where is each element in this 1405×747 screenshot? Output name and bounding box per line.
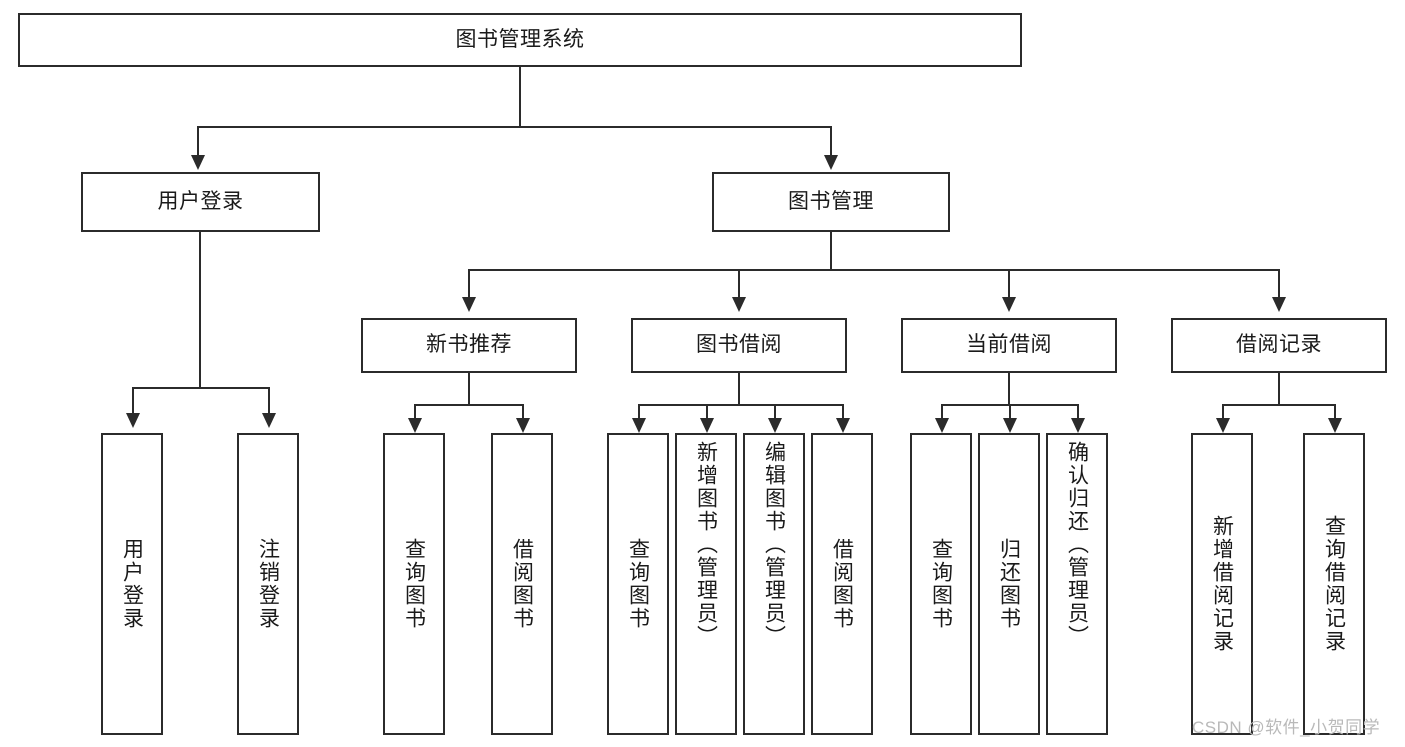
leaf-confirm-return-admin[interactable]: 确认归还（管理员）: [1046, 433, 1108, 735]
arrowhead-new-books: [462, 297, 476, 312]
arrowhead-leaf-edit-book: [768, 418, 782, 433]
connector-current-borrow-stem: [1008, 373, 1010, 406]
connector-drop-leaf-return-book: [1009, 404, 1011, 420]
node-root[interactable]: 图书管理系统: [18, 13, 1022, 67]
connector-drop-leaf-confirm-return: [1077, 404, 1079, 420]
arrowhead-leaf-query-borrow-record: [1328, 418, 1342, 433]
leaf-confirm-return-admin-label: 确认归还（管理员）: [1065, 441, 1089, 648]
arrowhead-leaf-borrow-book-1: [516, 418, 530, 433]
arrowhead-leaf-query-book-3: [935, 418, 949, 433]
connector-drop-user-login: [197, 126, 199, 157]
node-current-borrow-label: 当前借阅: [966, 333, 1052, 357]
connector-book-borrow-stem: [738, 373, 740, 406]
leaf-query-book-2[interactable]: 查询图书: [607, 433, 669, 735]
arrowhead-leaf-confirm-return: [1071, 418, 1085, 433]
leaf-user-login-label: 用户登录: [120, 538, 144, 630]
arrowhead-leaf-return-book: [1003, 418, 1017, 433]
connector-drop-leaf-query-book-1: [414, 404, 416, 420]
leaf-add-borrow-record-label: 新增借阅记录: [1210, 515, 1234, 653]
node-new-book-recommend[interactable]: 新书推荐: [361, 318, 577, 373]
connector-user-login-stem: [199, 232, 201, 388]
arrowhead-book-borrow: [732, 297, 746, 312]
leaf-query-borrow-record-label: 查询借阅记录: [1322, 515, 1346, 653]
leaf-borrow-book-1-label: 借阅图书: [510, 538, 534, 630]
connector-bus-new-book-recommend-children: [414, 404, 522, 406]
connector-drop-new-books: [468, 269, 470, 299]
connector-root-stem: [519, 67, 521, 127]
arrowhead-user-login: [191, 155, 205, 170]
leaf-query-book-1-label: 查询图书: [402, 538, 426, 630]
connector-new-book-recommend-stem: [468, 373, 470, 406]
node-current-borrow[interactable]: 当前借阅: [901, 318, 1117, 373]
leaf-return-book-label: 归还图书: [997, 538, 1021, 630]
leaf-query-book-1[interactable]: 查询图书: [383, 433, 445, 735]
leaf-add-book-admin-label: 新增图书（管理员）: [694, 441, 718, 648]
node-user-login[interactable]: 用户登录: [81, 172, 320, 232]
connector-book-mgmt-stem: [830, 232, 832, 271]
arrowhead-leaf-add-borrow-record: [1216, 418, 1230, 433]
arrowhead-leaf-query-book-2: [632, 418, 646, 433]
connector-drop-leaf-user-login: [132, 387, 134, 415]
leaf-borrow-book-2[interactable]: 借阅图书: [811, 433, 873, 735]
leaf-return-book[interactable]: 归还图书: [978, 433, 1040, 735]
connector-drop-current-borrow: [1008, 269, 1010, 299]
arrowhead-leaf-borrow-book-2: [836, 418, 850, 433]
connector-drop-leaf-borrow-book-2: [842, 404, 844, 420]
connector-drop-leaf-logout: [268, 387, 270, 415]
leaf-query-borrow-record[interactable]: 查询借阅记录: [1303, 433, 1365, 735]
connector-drop-leaf-borrow-book-1: [522, 404, 524, 420]
node-borrow-record[interactable]: 借阅记录: [1171, 318, 1387, 373]
node-book-management[interactable]: 图书管理: [712, 172, 950, 232]
connector-drop-leaf-edit-book: [774, 404, 776, 420]
connector-drop-borrow-record: [1278, 269, 1280, 299]
leaf-add-book-admin[interactable]: 新增图书（管理员）: [675, 433, 737, 735]
connector-bus-book-mgmt-children: [468, 269, 1280, 271]
leaf-logout[interactable]: 注销登录: [237, 433, 299, 735]
leaf-logout-label: 注销登录: [256, 538, 280, 630]
arrowhead-leaf-logout: [262, 413, 276, 428]
node-new-book-recommend-label: 新书推荐: [426, 333, 512, 357]
connector-drop-leaf-query-book-2: [638, 404, 640, 420]
connector-drop-leaf-query-borrow-record: [1334, 404, 1336, 420]
connector-borrow-record-stem: [1278, 373, 1280, 406]
connector-drop-book-borrow: [738, 269, 740, 299]
leaf-edit-book-admin[interactable]: 编辑图书（管理员）: [743, 433, 805, 735]
leaf-borrow-book-2-label: 借阅图书: [830, 538, 854, 630]
leaf-query-book-3-label: 查询图书: [929, 538, 953, 630]
leaf-query-book-2-label: 查询图书: [626, 538, 650, 630]
connector-bus-borrow-record-children: [1222, 404, 1334, 406]
arrowhead-book-mgmt: [824, 155, 838, 170]
connector-bus-book-borrow-children: [638, 404, 842, 406]
arrowhead-current-borrow: [1002, 297, 1016, 312]
node-book-borrow[interactable]: 图书借阅: [631, 318, 847, 373]
leaf-edit-book-admin-label: 编辑图书（管理员）: [762, 441, 786, 648]
leaf-query-book-3[interactable]: 查询图书: [910, 433, 972, 735]
node-book-management-label: 图书管理: [788, 189, 874, 213]
arrowhead-leaf-query-book-1: [408, 418, 422, 433]
arrowhead-leaf-user-login: [126, 413, 140, 428]
leaf-borrow-book-1[interactable]: 借阅图书: [491, 433, 553, 735]
node-book-borrow-label: 图书借阅: [696, 333, 782, 357]
leaf-add-borrow-record[interactable]: 新增借阅记录: [1191, 433, 1253, 735]
connector-bus-level2: [197, 126, 831, 128]
connector-drop-leaf-query-book-3: [941, 404, 943, 420]
connector-drop-book-mgmt: [830, 126, 832, 157]
connector-drop-leaf-add-borrow-record: [1222, 404, 1224, 420]
connector-drop-leaf-add-book: [706, 404, 708, 420]
node-root-label: 图书管理系统: [455, 27, 585, 51]
arrowhead-leaf-add-book: [700, 418, 714, 433]
connector-bus-user-login-children: [132, 387, 268, 389]
leaf-user-login[interactable]: 用户登录: [101, 433, 163, 735]
arrowhead-borrow-record: [1272, 297, 1286, 312]
node-borrow-record-label: 借阅记录: [1236, 333, 1322, 357]
node-user-login-label: 用户登录: [157, 189, 244, 213]
